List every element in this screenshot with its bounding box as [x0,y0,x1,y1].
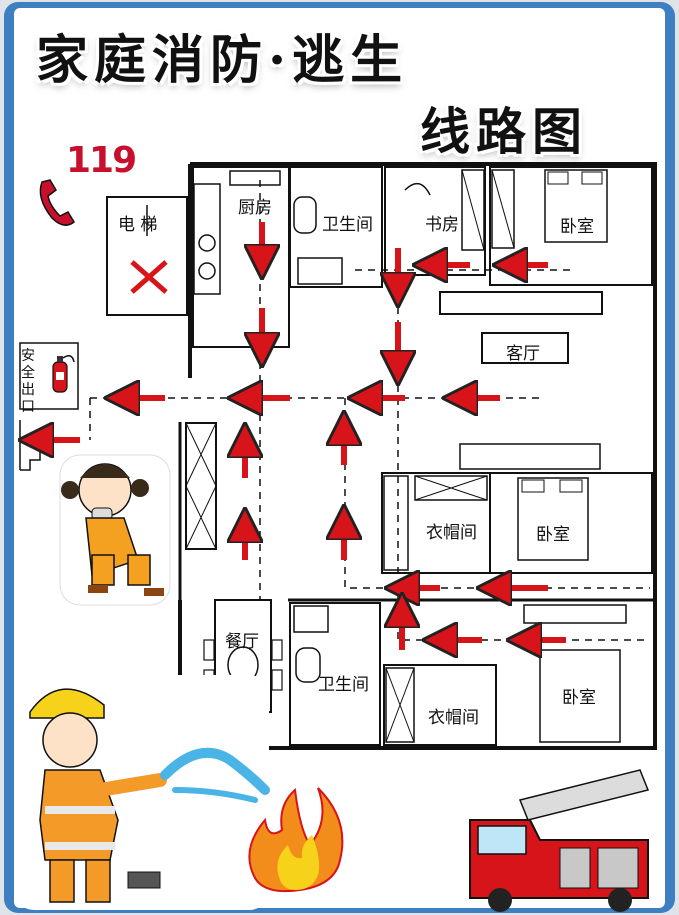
label-bathroom-top: 卫生间 [322,215,373,235]
label-closet-mid: 衣帽间 [426,523,477,543]
emergency-number: 119 [66,140,137,181]
label-bathroom-bottom: 卫生间 [318,675,369,695]
bedroom-top-room [489,166,653,286]
label-closet-bottom: 衣帽间 [428,708,479,728]
floor-plan [19,162,657,750]
title-line-1: 家庭消防·逃生 [36,30,409,91]
closet-bottom-room [383,664,497,746]
label-kitchen: 厨房 [238,198,272,218]
fire-truck-illustration [462,755,658,912]
bedroom-bottom-bed [539,649,621,743]
tv-cabinet [459,443,601,470]
label-dining: 餐厅 [225,632,259,652]
label-bedroom-top: 卧室 [560,217,594,237]
label-elevator: 电 梯 [118,215,158,235]
safety-exit-label: 安全出口 [21,348,35,415]
living-room-label-box [481,332,569,364]
title-line-2: 线路图 [420,102,588,161]
label-bedroom-mid: 卧室 [536,525,570,545]
fire-flames-illustration [248,787,344,893]
fire-extinguisher-icon [52,355,75,393]
girl-illustration [59,454,171,606]
label-living-room: 客厅 [506,344,540,364]
sofa [439,291,603,315]
bathroom-top-room [289,166,383,288]
firefighter-illustration [14,675,270,910]
safety-exit-box [19,342,79,410]
elevator-room [106,196,188,316]
phone-icon [39,179,75,226]
elevator-blocked-icon [130,260,168,294]
bathroom-bottom-room [289,602,381,746]
escape-arrows [36,222,566,650]
label-study: 书房 [425,215,459,235]
bedroom-mid-room [489,472,653,574]
label-bedroom-bottom: 卧室 [562,688,596,708]
